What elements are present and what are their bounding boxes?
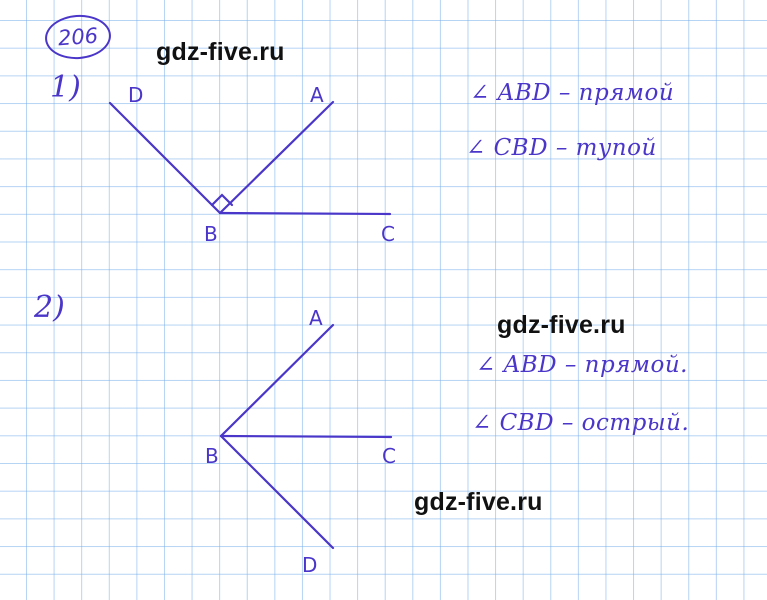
part-1-answer-1: ∠ ABD – прямой (470, 80, 675, 106)
ray-bc-1 (218, 211, 392, 216)
part-2-answer-2: ∠ CBD – острый. (472, 410, 690, 436)
part-1-answer-2: ∠ CBD – тупой (466, 135, 657, 161)
ray-ba-2 (219, 323, 335, 438)
point-d-1: D (128, 83, 144, 107)
point-c-2: C (382, 444, 396, 468)
point-d-2: D (302, 553, 318, 577)
part-2-label: 2) (34, 290, 65, 325)
ray-bd-1 (108, 101, 222, 215)
watermark-bottom: gdz-five.ru (414, 488, 543, 516)
part-2-answer-1: ∠ ABD – прямой. (476, 352, 688, 378)
point-a-1: A (310, 83, 324, 107)
ray-bd-2 (219, 434, 335, 550)
point-b-1: B (204, 222, 218, 246)
watermark-middle: gdz-five.ru (497, 311, 626, 339)
point-a-2: A (309, 306, 323, 330)
part-1-label: 1) (50, 70, 81, 105)
point-b-2: B (205, 444, 219, 468)
ray-ba-1 (218, 100, 335, 215)
point-c-1: C (381, 222, 395, 246)
ray-bc-2 (219, 434, 393, 439)
right-angle-marker (210, 193, 234, 207)
watermark-top: gdz-five.ru (156, 38, 285, 66)
